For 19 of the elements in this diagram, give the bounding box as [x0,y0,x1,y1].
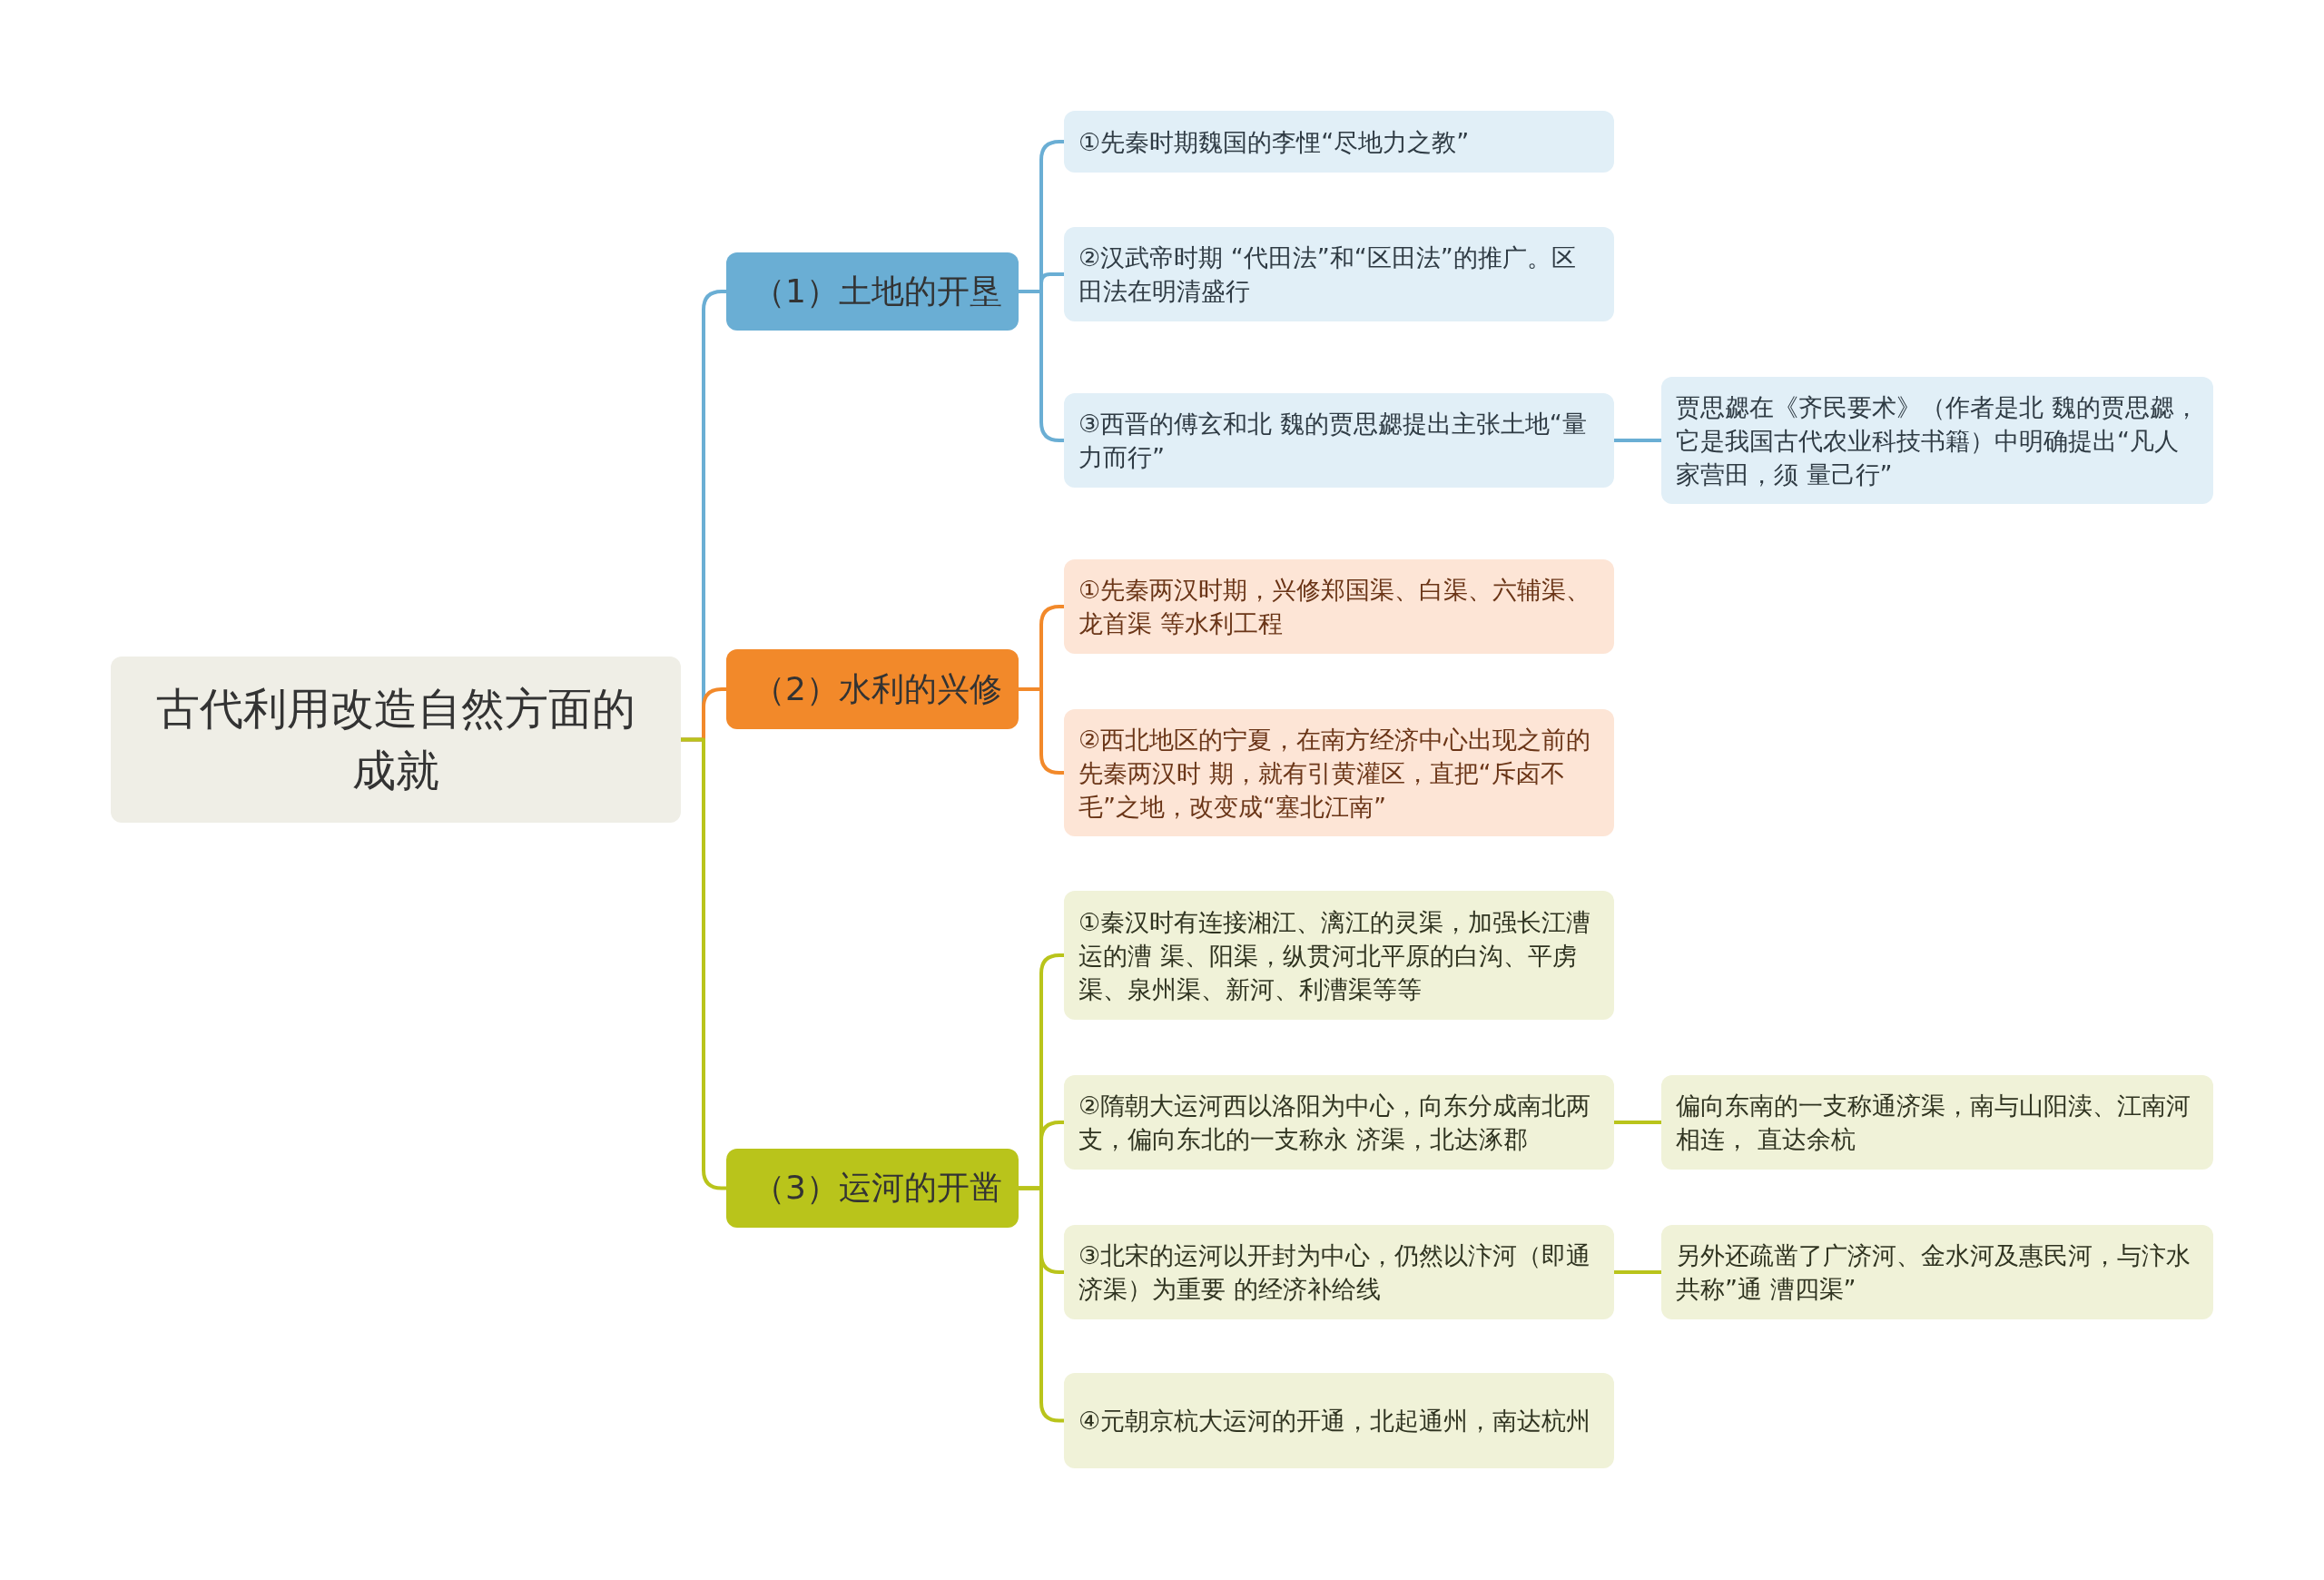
central-topic: 古代利用改造自然方面的成就 [111,657,681,823]
branch-topic: （2）水利的兴修 [726,649,1019,729]
subtopic-box: ①先秦时期魏国的李悝“尽地力之教” [1064,111,1614,173]
subtopic-box: ②西北地区的宁夏，在南方经济中心出现之前的先秦两汉时 期，就有引黄灌区，直把“斥卤不毛”之地，改变成“塞北江南” [1064,709,1614,836]
subtopic-box: ②汉武帝时期 “代田法”和“区田法”的推广。区田法在明清盛行 [1064,227,1614,321]
connector-line [1614,439,1661,442]
subtopic-box: ①秦汉时有连接湘江、漓江的灵渠，加强长江漕运的漕 渠、阳渠，纵贯河北平原的白沟、平虏渠、泉州渠、新河、利漕渠等等 [1064,891,1614,1020]
subtopic-box: ③北宋的运河以开封为中心，仍然以汴河（即通济渠）为重要 的经济补给线 [1064,1225,1614,1319]
subtopic-box: 贾思勰在《齐民要术》（作者是北 魏的贾思勰，它是我国古代农业科技书籍）中明确提出“凡人家营田，须 量己行” [1661,377,2213,504]
connector-line [1614,1121,1661,1124]
subtopic-box: 偏向东南的一支称通济渠，南与山阳渎、江南河相连， 直达余杭 [1661,1075,2213,1170]
connector-line [1614,1270,1661,1274]
branch-topic: （1）土地的开垦 [726,252,1019,331]
subtopic-box: ④元朝京杭大运河的开通，北起通州，南达杭州 [1064,1373,1614,1468]
subtopic-box: ②隋朝大运河西以洛阳为中心，向东分成南北两支，偏向东北的一支称永 济渠，北达涿郡 [1064,1075,1614,1170]
branch-topic: （3）运河的开凿 [726,1149,1019,1228]
subtopic-box: 另外还疏凿了广济河、金水河及惠民河，与汴水共称”通 漕四渠” [1661,1225,2213,1319]
subtopic-box: ①先秦两汉时期，兴修郑国渠、白渠、六辅渠、龙首渠 等水利工程 [1064,559,1614,654]
subtopic-box: ③西晋的傅玄和北 魏的贾思勰提出主张土地“量力而行” [1064,393,1614,488]
